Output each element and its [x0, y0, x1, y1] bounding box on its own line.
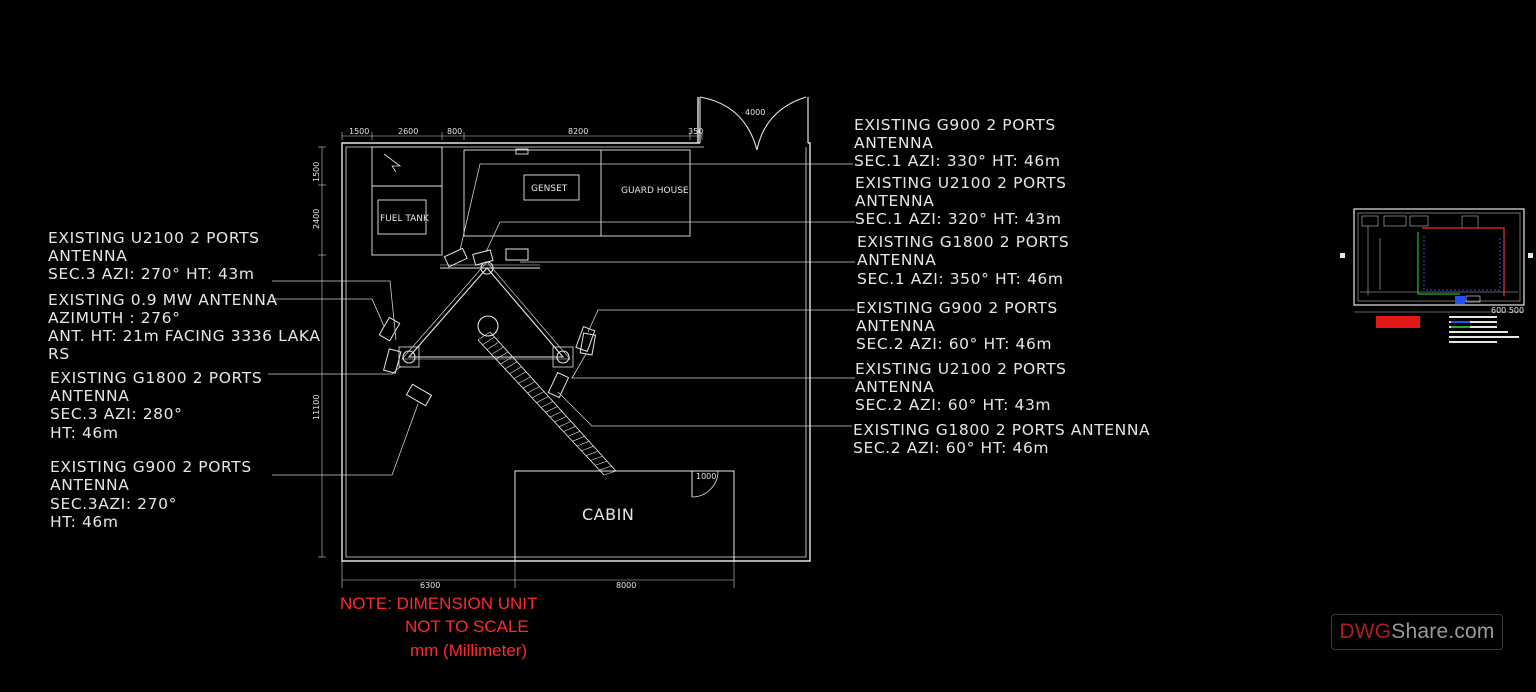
left-ann-4-line-4: HT: 46m — [50, 513, 119, 531]
thumbnail-drawing: 600 500 — [1340, 208, 1533, 343]
cable-ladder — [477, 331, 617, 476]
dim-left-2: 2400 — [312, 209, 321, 229]
right-ann-2-line-2: ANTENNA — [855, 192, 934, 210]
cabin-door-dimension: 1000 — [696, 472, 716, 481]
left-ann-1-line-3: SEC.3 AZI: 270° HT: 43m — [48, 265, 255, 283]
genset-label: GENSET — [531, 184, 568, 194]
dim-top-3: 800 — [447, 127, 462, 136]
left-ann-3-line-2: ANTENNA — [50, 387, 129, 405]
left-ann-4-line-3: SEC.3AZI: 270° — [50, 495, 177, 513]
right-ann-6-line-1: EXISTING G1800 2 PORTS ANTENNA — [853, 421, 1150, 439]
right-annotations: EXISTING G900 2 PORTS ANTENNA SEC.1 AZI:… — [853, 116, 1150, 457]
leader-lines — [268, 163, 855, 476]
left-dimension-line — [318, 146, 326, 558]
dim-top-2: 2600 — [398, 127, 418, 136]
dim-bottom-2: 8000 — [616, 581, 636, 590]
left-annotations: EXISTING U2100 2 PORTS ANTENNA SEC.3 AZI… — [48, 229, 321, 531]
antenna-sec2-g900 — [575, 326, 596, 353]
left-ann-1-line-1: EXISTING U2100 2 PORTS — [48, 229, 260, 247]
right-ann-1-line-3: SEC.1 AZI: 330° HT: 46m — [854, 152, 1061, 170]
antenna-sec1-g900 — [443, 247, 468, 268]
guard-house-label: GUARD HOUSE — [621, 186, 689, 196]
bottom-dimension-line — [341, 561, 735, 588]
left-ann-4-line-2: ANTENNA — [50, 476, 129, 494]
tower-structure — [398, 261, 574, 368]
gate — [699, 96, 807, 151]
right-ann-4-line-3: SEC.2 AZI: 60° HT: 46m — [856, 335, 1052, 353]
right-ann-5-line-2: ANTENNA — [855, 378, 934, 396]
cabin-label: CABIN — [582, 505, 634, 524]
dim-top-4: 8200 — [568, 127, 588, 136]
right-ann-3-line-2: ANTENNA — [857, 251, 936, 269]
right-ann-3-line-1: EXISTING G1800 2 PORTS — [857, 233, 1069, 251]
antenna-mw-dish — [378, 316, 401, 342]
right-ann-4-line-2: ANTENNA — [856, 317, 935, 335]
antenna-sec3-g1800 — [405, 383, 433, 407]
thumbnail-dims: 600 500 — [1491, 306, 1524, 315]
antenna-sec3-u2100 — [383, 348, 402, 374]
right-ann-3-line-3: SEC.1 AZI: 350° HT: 46m — [857, 270, 1064, 288]
right-ann-2-line-3: SEC.1 AZI: 320° HT: 43m — [855, 210, 1062, 228]
cabin — [514, 470, 735, 562]
right-ann-4-line-1: EXISTING G900 2 PORTS — [856, 299, 1058, 317]
antennas — [378, 247, 597, 407]
left-ann-3-line-4: HT: 46m — [50, 424, 119, 442]
note-line-1: NOTE: DIMENSION UNIT — [340, 594, 537, 613]
left-ann-1-line-2: ANTENNA — [48, 247, 127, 265]
fuel-tank-label: FUEL TANK — [380, 214, 430, 224]
left-ann-2-line-4: RS — [48, 345, 70, 363]
antenna-sec1-g1800 — [505, 248, 529, 261]
note-line-2: NOT TO SCALE — [405, 617, 529, 636]
left-ann-3-line-3: SEC.3 AZI: 280° — [50, 405, 182, 423]
right-ann-1-line-2: ANTENNA — [854, 134, 933, 152]
antenna-sec2-g1800 — [547, 371, 570, 399]
dwgshare-logo[interactable]: DWGShare.com — [1331, 614, 1503, 650]
site-boundary — [341, 97, 811, 562]
logo-rest-text: Share.com — [1391, 620, 1495, 643]
antenna-sec1-u2100 — [472, 249, 494, 266]
dim-left-1: 1500 — [312, 162, 321, 182]
left-ann-3-line-1: EXISTING G1800 2 PORTS — [50, 369, 262, 387]
dimension-note: NOTE: DIMENSION UNIT NOT TO SCALE mm (Mi… — [340, 594, 537, 660]
logo-brand-text: DWG — [1339, 620, 1392, 643]
left-ann-4-line-1: EXISTING G900 2 PORTS — [50, 458, 252, 476]
left-ann-2-line-3: ANT. HT: 21m FACING 3336 LAKA — [48, 327, 321, 345]
right-ann-6-line-2: SEC.2 AZI: 60° HT: 46m — [853, 439, 1049, 457]
right-ann-5-line-1: EXISTING U2100 2 PORTS — [855, 360, 1067, 378]
antenna-sec2-u2100 — [579, 332, 597, 356]
fuel-tank-area — [371, 146, 443, 256]
dim-bottom-1: 6300 — [420, 581, 440, 590]
dim-left-3: 11100 — [312, 395, 321, 420]
left-ann-2-line-1: EXISTING 0.9 MW ANTENNA — [48, 291, 278, 309]
right-ann-2-line-1: EXISTING U2100 2 PORTS — [855, 174, 1067, 192]
right-ann-1-line-1: EXISTING G900 2 PORTS — [854, 116, 1056, 134]
dim-top-1: 1500 — [349, 127, 369, 136]
left-ann-2-line-2: AZIMUTH : 276° — [48, 309, 180, 327]
dim-top-5: 350 — [688, 127, 703, 136]
top-dimension-line — [341, 132, 703, 140]
note-line-3: mm (Millimeter) — [410, 641, 527, 660]
right-ann-5-line-3: SEC.2 AZI: 60° HT: 43m — [855, 396, 1051, 414]
gate-dimension: 4000 — [745, 108, 765, 117]
